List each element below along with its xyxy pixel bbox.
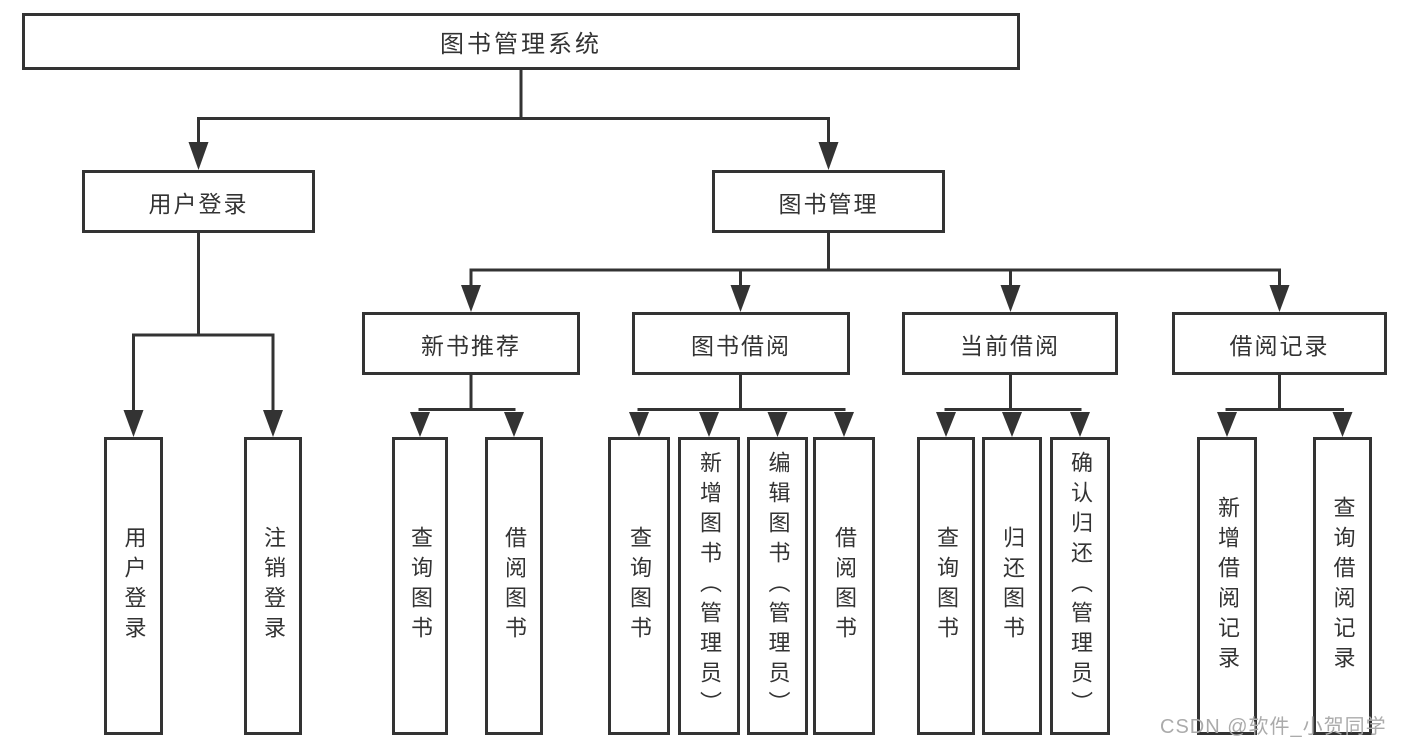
node-book-management: 图书管理: [712, 170, 945, 233]
node-current-borrowing: 当前借阅: [902, 312, 1118, 375]
connector-new-books-branch: [410, 373, 524, 437]
leaf-return-books: 归还图书: [982, 437, 1042, 735]
leaf-add-books-admin: 新增图书（管理员）: [678, 437, 740, 735]
connector-current-borrowing-branch: [936, 373, 1090, 437]
csdn-watermark: CSDN @软件_小贺同学: [1160, 716, 1387, 738]
leaf-newbooks-borrow-books: 借阅图书: [485, 437, 543, 735]
leaf-borrowing-borrow-books-label: 借阅图书: [832, 526, 857, 646]
node-borrowing-records: 借阅记录: [1172, 312, 1387, 375]
leaf-borrowing-query-books-label: 查询图书: [627, 526, 652, 646]
node-current-borrowing-label: 当前借阅: [960, 332, 1060, 359]
node-new-book-recommend: 新书推荐: [362, 312, 580, 375]
node-user-login: 用户登录: [82, 170, 315, 233]
connector-borrowing-branch: [629, 373, 854, 437]
node-library-system-label: 图书管理系统: [440, 31, 602, 58]
connector-user-login-branch: [123, 231, 283, 437]
leaf-add-borrow-record: 新增借阅记录: [1197, 437, 1257, 735]
leaf-edit-books-admin: 编辑图书（管理员）: [747, 437, 808, 735]
leaf-logout-label: 注销登录: [261, 526, 286, 646]
node-user-login-label: 用户登录: [148, 190, 249, 217]
leaf-confirm-return-admin: 确认归还（管理员）: [1050, 437, 1110, 735]
node-book-management-label: 图书管理: [778, 190, 879, 217]
leaf-borrowing-query-books: 查询图书: [608, 437, 670, 735]
leaf-borrowing-borrow-books: 借阅图书: [813, 437, 875, 735]
connector-book-mgmt-to-level3: [461, 231, 1290, 312]
leaf-user-login: 用户登录: [104, 437, 163, 735]
leaf-user-login-label: 用户登录: [121, 526, 147, 646]
leaf-logout: 注销登录: [244, 437, 302, 735]
leaf-newbooks-borrow-books-label: 借阅图书: [502, 526, 527, 646]
node-book-borrowing-label: 图书借阅: [691, 332, 791, 359]
leaf-query-borrow-record: 查询借阅记录: [1313, 437, 1372, 735]
leaf-add-books-admin-label: 新增图书（管理员）: [697, 451, 722, 721]
leaf-return-books-label: 归还图书: [1000, 526, 1025, 646]
leaf-current-query-books: 查询图书: [917, 437, 975, 735]
leaf-current-query-books-label: 查询图书: [934, 526, 959, 646]
leaf-edit-books-admin-label: 编辑图书（管理员）: [765, 451, 791, 721]
leaf-query-borrow-record-label: 查询借阅记录: [1330, 496, 1356, 676]
node-borrowing-records-label: 借阅记录: [1229, 332, 1330, 359]
leaf-newbooks-query-books-label: 查询图书: [408, 526, 433, 646]
leaf-add-borrow-record-label: 新增借阅记录: [1215, 496, 1240, 676]
connector-records-branch: [1217, 373, 1353, 437]
node-book-borrowing: 图书借阅: [632, 312, 850, 375]
connector-root-to-level2: [188, 68, 839, 170]
node-new-book-recommend-label: 新书推荐: [421, 332, 521, 359]
node-library-system: 图书管理系统: [22, 13, 1020, 70]
leaf-newbooks-query-books: 查询图书: [392, 437, 448, 735]
leaf-confirm-return-admin-label: 确认归还（管理员）: [1068, 451, 1093, 721]
